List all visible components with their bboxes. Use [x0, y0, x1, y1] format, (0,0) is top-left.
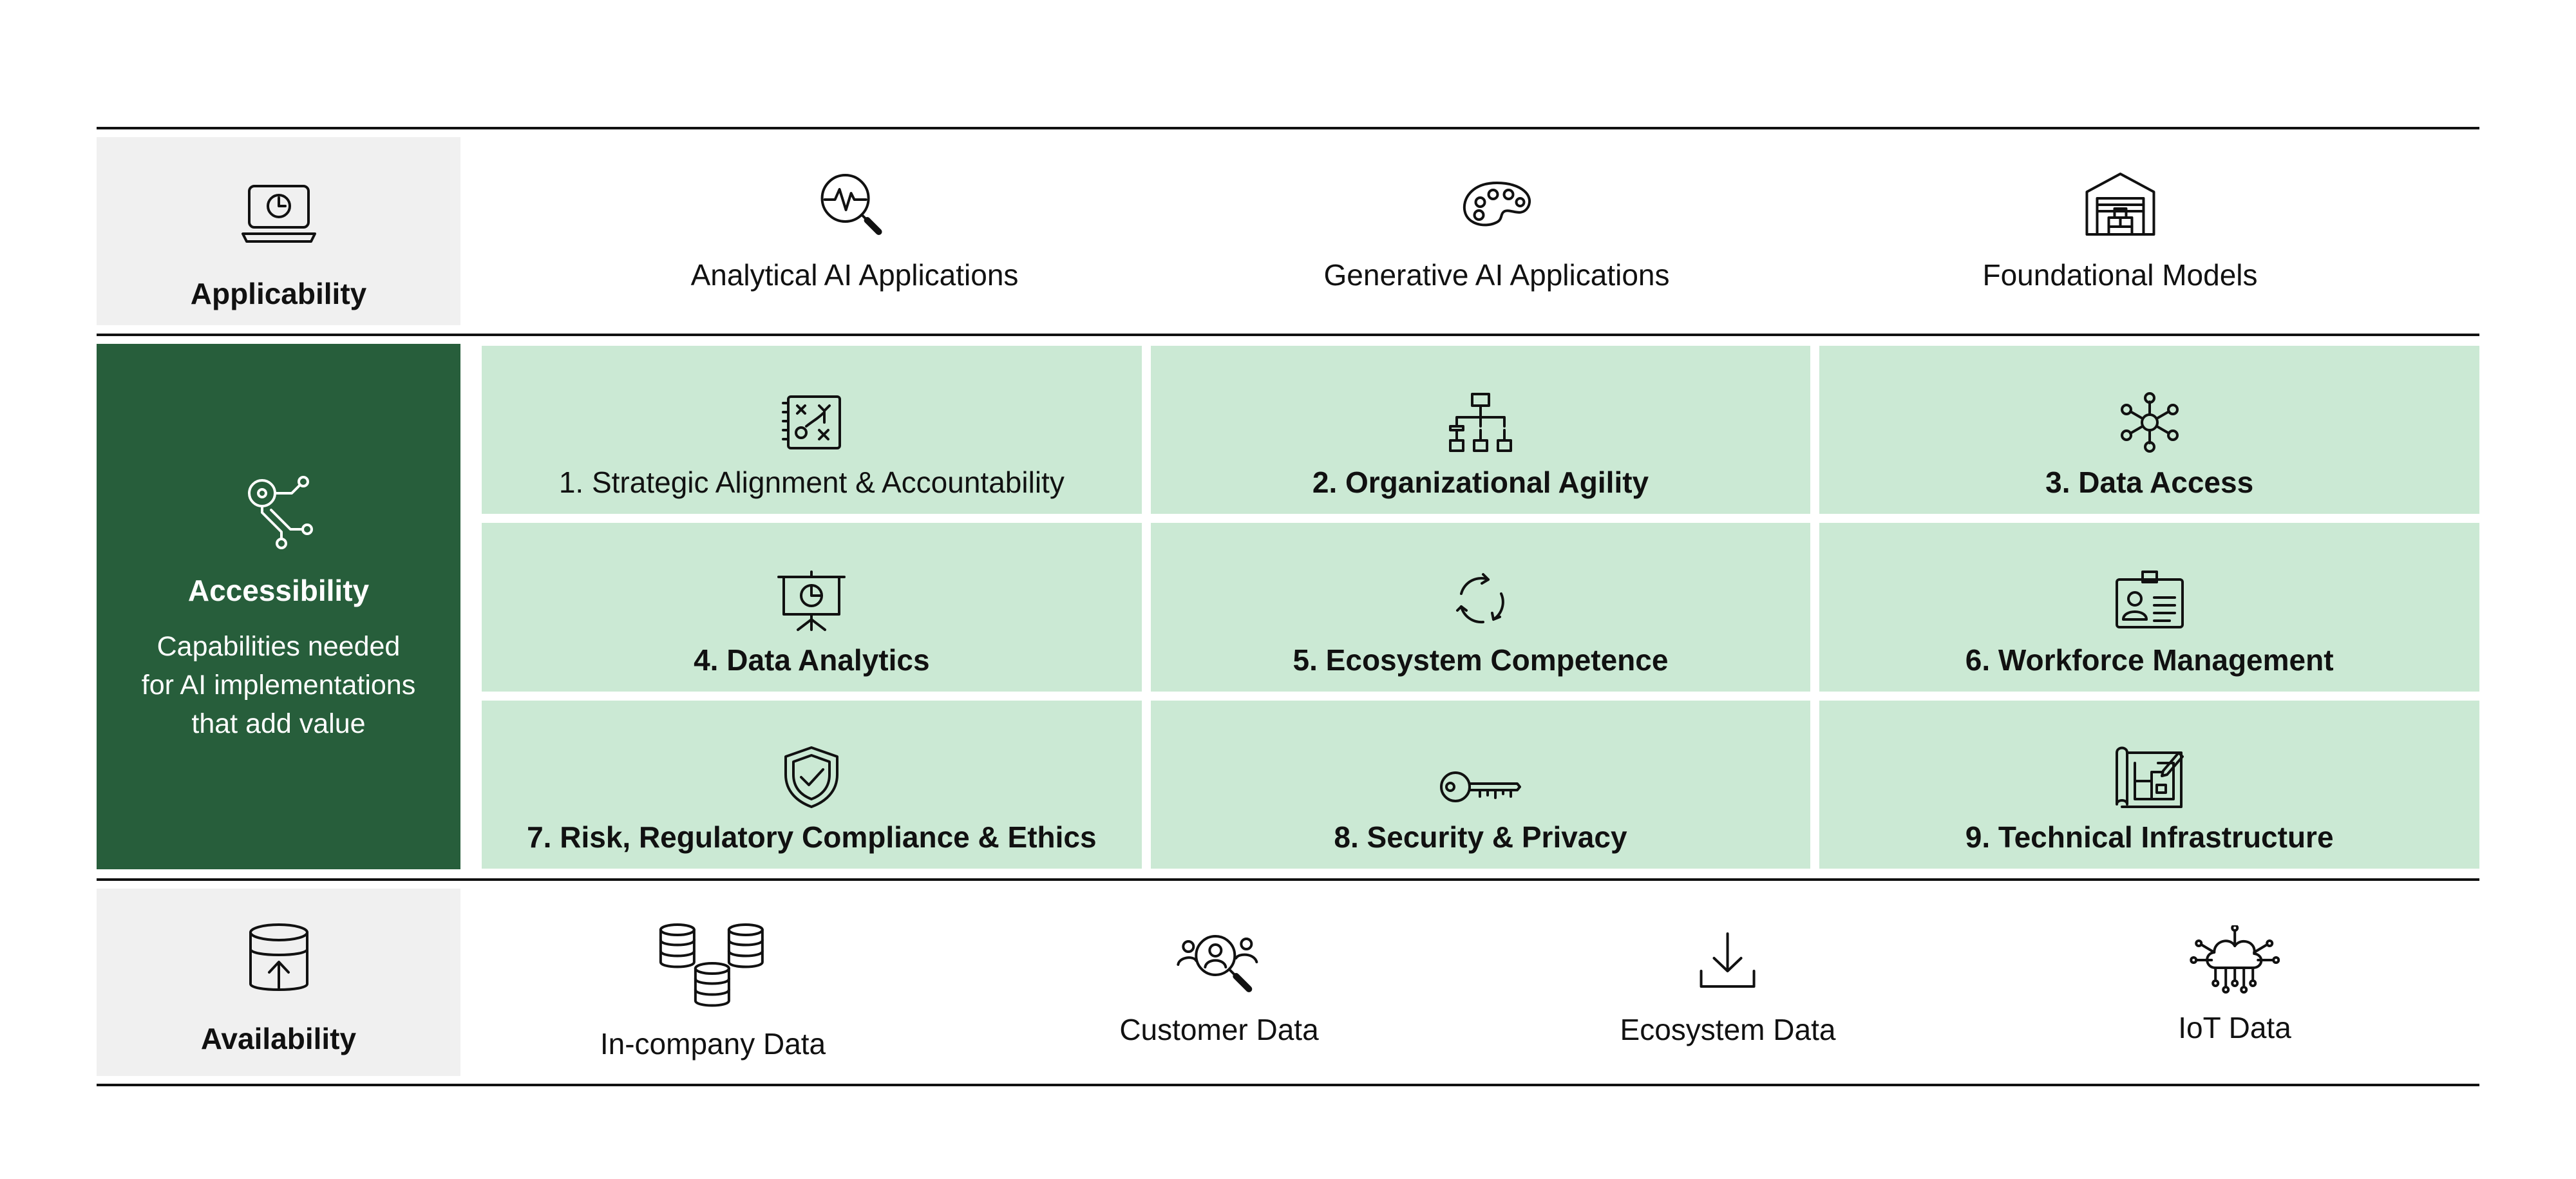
cycle-arrows-icon [1448, 568, 1513, 632]
divider-bottom [97, 1084, 2479, 1086]
capability-cell: 4. Data Analytics [482, 523, 1142, 692]
accessibility-subtitle: Capabilities needed for AI implementatio… [142, 627, 415, 743]
availability-item: IoT Data [2178, 925, 2291, 1042]
availability-item-label: IoT Data [2178, 1011, 2291, 1044]
capability-label: 6. Workforce Management [1965, 643, 2334, 677]
accessibility-label-box: Accessibility Capabilities needed for AI… [97, 344, 460, 869]
capability-label: 5. Ecosystem Competence [1293, 643, 1669, 677]
capability-label: 1. Strategic Alignment & Accountability [558, 466, 1065, 500]
laptop-chart-icon [240, 182, 317, 247]
databases-icon [658, 922, 768, 1012]
accessibility-title: Accessibility [187, 574, 370, 607]
accessibility-subtitle-line: that add value [191, 708, 366, 739]
capability-cell: 3. Data Access [1819, 346, 2479, 514]
network-hub-icon [2117, 390, 2182, 455]
cloud-network-icon [2189, 925, 2280, 996]
availability-item: In-company Data [600, 922, 826, 1059]
applicability-item-label: Foundational Models [1982, 258, 2258, 292]
capability-label: 8. Security & Privacy [1334, 820, 1627, 854]
availability-item-label: Customer Data [1119, 1013, 1319, 1046]
shield-check-icon [779, 745, 844, 809]
applicability-title: Applicability [190, 277, 367, 310]
availability-item-label: Ecosystem Data [1620, 1013, 1836, 1046]
palette-icon [1458, 169, 1535, 240]
capability-label: 3. Data Access [2045, 466, 2254, 500]
capability-cell: 6. Workforce Management [1819, 523, 2479, 692]
capability-cell: 2. Organizational Agility [1150, 346, 1811, 514]
divider-top [97, 127, 2479, 129]
warehouse-icon [2081, 169, 2159, 240]
circuit-nodes-icon [240, 473, 317, 550]
availability-label-box: Availability [97, 889, 460, 1076]
id-badge-icon [2114, 568, 2185, 632]
capability-cell: 1. Strategic Alignment & Accountability [482, 346, 1142, 514]
org-chart-icon [1445, 390, 1516, 455]
availability-item: Ecosystem Data [1620, 929, 1836, 1046]
applicability-item: Analytical AI Applications [690, 169, 1019, 292]
download-tray-icon [1692, 929, 1763, 993]
applicability-item: Foundational Models [1982, 169, 2258, 292]
database-upload-icon [243, 921, 314, 998]
accessibility-subtitle-line: for AI implementations [141, 670, 416, 701]
capability-label: 2. Organizational Agility [1312, 466, 1649, 500]
customer-search-icon [1174, 927, 1264, 998]
capabilities-grid: 1. Strategic Alignment & Accountability … [482, 346, 2479, 869]
capability-cell: 5. Ecosystem Competence [1150, 523, 1811, 692]
capability-cell: 9. Technical Infrastructure [1819, 700, 2479, 869]
applicability-label-box: Applicability [97, 137, 460, 325]
strategy-board-icon [779, 390, 844, 455]
capability-cell: 7. Risk, Regulatory Compliance & Ethics [482, 700, 1142, 869]
applicability-item-label: Analytical AI Applications [690, 258, 1019, 292]
magnifier-pulse-icon [816, 169, 893, 240]
capability-label: 9. Technical Infrastructure [1965, 820, 2334, 854]
presentation-chart-icon [776, 568, 847, 632]
applicability-item: Generative AI Applications [1324, 169, 1670, 290]
key-icon [1439, 764, 1522, 809]
availability-title: Availability [200, 1022, 357, 1055]
capability-label: 4. Data Analytics [694, 643, 930, 677]
capability-cell: 8. Security & Privacy [1150, 700, 1811, 869]
divider-accessibility-bottom [97, 878, 2479, 881]
availability-item: Customer Data [1119, 927, 1319, 1046]
accessibility-subtitle-line: Capabilities needed [156, 631, 401, 662]
availability-item-label: In-company Data [600, 1027, 826, 1061]
blueprint-icon [2114, 745, 2185, 809]
capability-label: 7. Risk, Regulatory Compliance & Ethics [527, 820, 1097, 854]
divider-applicability-bottom [97, 334, 2479, 336]
applicability-item-label: Generative AI Applications [1323, 258, 1670, 292]
